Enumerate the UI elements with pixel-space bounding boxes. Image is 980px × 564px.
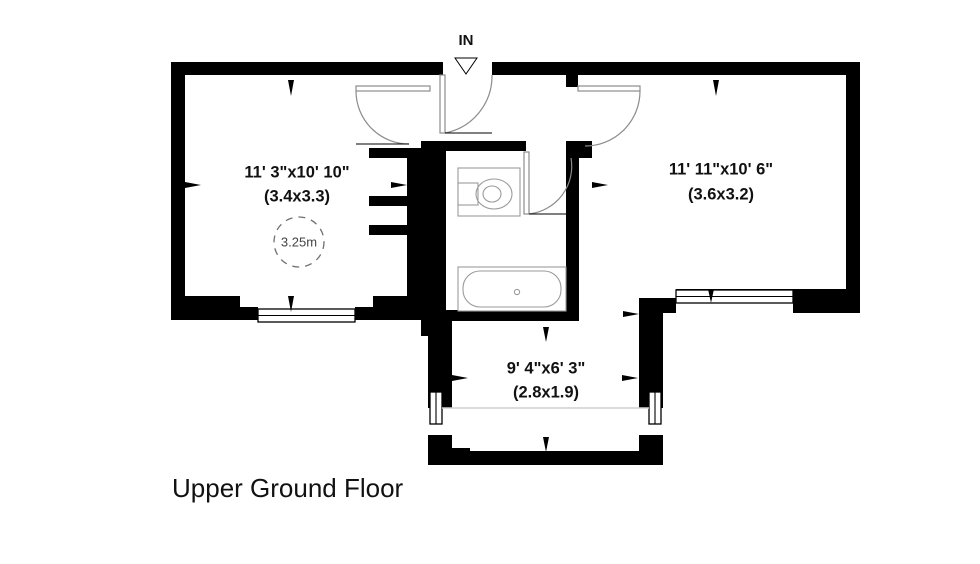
dim-arrow-left-east xyxy=(391,182,407,188)
wc-toilet xyxy=(457,167,521,217)
window-rear xyxy=(429,391,662,425)
dim-arrow-rear-west xyxy=(452,375,468,381)
radius-label: 3.25m xyxy=(281,234,317,249)
dim-arrow-right-step xyxy=(623,311,639,317)
radius-annotation: 3.25m xyxy=(273,216,325,268)
dim-arrow-left-top xyxy=(288,80,294,96)
bathtub xyxy=(457,266,567,312)
room-label-rear-room: 9' 4"x6' 3" (2.8x1.9) xyxy=(507,359,586,401)
fixtures-group xyxy=(457,167,567,312)
wall-left-bay-right-return xyxy=(355,296,420,320)
dim-arrow-rear-top xyxy=(543,327,549,342)
wall-right-door-jamb-lower xyxy=(578,141,592,158)
wall-cupboard-bottom xyxy=(369,225,421,235)
wall-rear-room-east xyxy=(639,298,663,408)
window-left-bay xyxy=(257,308,356,323)
front-entrance-door xyxy=(439,74,493,134)
dimension-markers xyxy=(185,80,719,452)
radius-dashed-circle xyxy=(273,216,325,268)
in-triangle-icon xyxy=(454,57,478,75)
dim-arrow-right-bottom xyxy=(708,289,714,303)
room-label-reception-left: 11' 3"x10' 10" (3.4x3.3) xyxy=(244,163,349,205)
in-label: IN xyxy=(459,32,474,49)
room-rear-metric: (2.8x1.9) xyxy=(513,383,579,401)
wall-bathroom-south xyxy=(446,310,579,321)
right-reception-door xyxy=(577,85,641,147)
wall-bathroom-north xyxy=(446,141,526,151)
room-left-metric: (3.4x3.3) xyxy=(264,187,330,205)
left-reception-door xyxy=(355,85,431,145)
dim-arrow-rear-bottom xyxy=(543,437,549,452)
wall-hall-west xyxy=(421,141,446,336)
entrance-marker: IN xyxy=(454,32,478,75)
room-rear-imperial: 9' 4"x6' 3" xyxy=(507,359,586,377)
wall-cupboard-top xyxy=(369,148,421,158)
wall-left-room-top xyxy=(171,62,443,75)
windows-group xyxy=(257,289,794,425)
dim-arrow-left-bottom xyxy=(288,296,294,312)
wall-right-room-top xyxy=(492,62,860,75)
room-right-imperial: 11' 11"x10' 6" xyxy=(669,160,773,178)
room-left-imperial: 11' 3"x10' 10" xyxy=(244,163,349,181)
wall-structure xyxy=(171,62,860,465)
bathroom-door xyxy=(523,151,573,215)
doors-group xyxy=(355,74,641,215)
wall-left-exterior xyxy=(171,62,185,320)
floor-title: Upper Ground Floor xyxy=(172,473,404,503)
wall-rear-room-bottom xyxy=(428,451,663,465)
wall-bathroom-east xyxy=(566,141,579,320)
dim-arrow-right-top xyxy=(713,80,719,96)
window-right xyxy=(675,289,794,304)
room-label-reception-right: 11' 11"x10' 6" (3.6x3.2) xyxy=(669,160,773,203)
room-right-metric: (3.6x3.2) xyxy=(688,185,754,203)
wall-right-exterior xyxy=(846,62,860,313)
wall-right-door-jamb-left xyxy=(566,75,578,87)
dim-arrow-left-west xyxy=(185,182,201,188)
wall-cupboard-mid xyxy=(369,196,421,206)
wall-left-bay-left-return xyxy=(171,296,258,320)
room-labels: 11' 3"x10' 10" (3.4x3.3) 11' 11"x10' 6" … xyxy=(244,160,773,401)
dim-arrow-rear-east xyxy=(622,375,638,381)
dim-arrow-right-west xyxy=(592,182,608,188)
